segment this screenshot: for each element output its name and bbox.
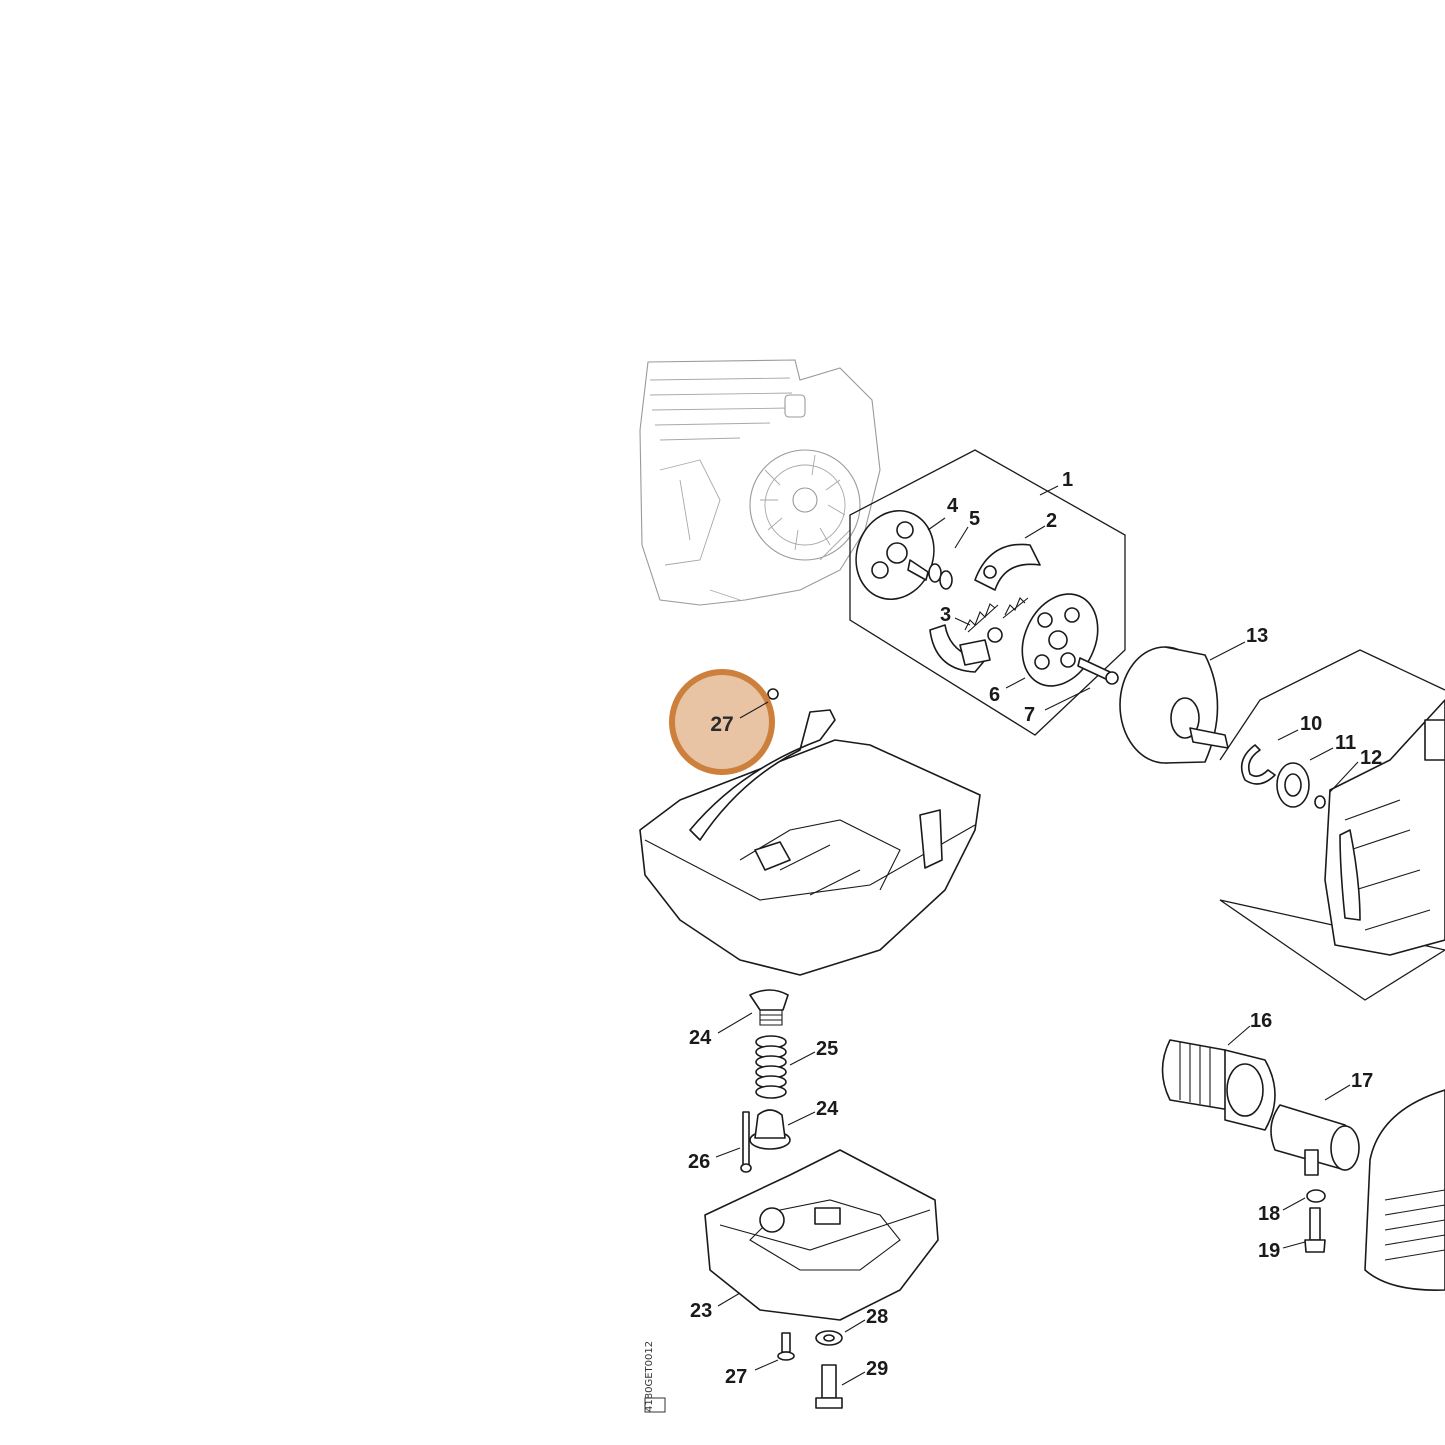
callout-12: 12 — [1360, 747, 1382, 769]
part-19-screw — [1304, 1207, 1326, 1253]
callout-1: 1 — [1062, 469, 1073, 491]
drawing-code-text: 4180GET0012 — [644, 1341, 655, 1412]
callout-10: 10 — [1300, 713, 1322, 735]
part-13-clutch-drum — [1119, 646, 1229, 764]
callout-labels: 1 2 3 4 5 6 7 10 11 12 13 16 17 18 19 23… — [688, 469, 1382, 1388]
part-4-carrier-plate — [855, 509, 935, 601]
clutch-springs — [964, 597, 1029, 633]
callout-4: 4 — [947, 495, 959, 517]
callout-16: 16 — [1250, 1010, 1272, 1032]
callout-19: 19 — [1258, 1240, 1280, 1262]
callout-17: 17 — [1351, 1070, 1373, 1092]
part-17-bushing — [1270, 1104, 1360, 1176]
engine-block-illustration — [639, 359, 881, 606]
callout-26: 26 — [688, 1151, 710, 1173]
part-10-circlip — [1240, 744, 1276, 785]
callout-13: 13 — [1246, 625, 1268, 647]
highlight-label: 27 — [710, 713, 733, 736]
part-24-lower-mount — [749, 1109, 791, 1150]
callout-3: 3 — [940, 604, 951, 626]
part-16-coupling — [1161, 1039, 1276, 1131]
part-11-bearing — [1276, 762, 1310, 808]
upper-housing-cover — [639, 709, 981, 976]
drawing-code: 4180GET0012 — [644, 1341, 666, 1413]
highlight-marker[interactable]: 27 — [669, 669, 775, 775]
clutch-assembly-frame — [849, 449, 1126, 736]
leader-lines — [715, 485, 1359, 1386]
callout-27-lower: 27 — [725, 1366, 747, 1388]
engine-shroud — [1364, 1089, 1445, 1291]
part-27-screw-lower — [777, 1332, 795, 1361]
part-6-plate — [1021, 593, 1099, 687]
part-3-clutch-shoe — [929, 624, 1003, 673]
callout-23: 23 — [690, 1300, 712, 1322]
callout-28: 28 — [866, 1306, 888, 1328]
callout-7: 7 — [1024, 704, 1035, 726]
part-29-bolt — [815, 1364, 843, 1409]
callout-29: 29 — [866, 1358, 888, 1380]
crankcase-housing — [1324, 699, 1445, 956]
callout-24-upper: 24 — [689, 1027, 712, 1049]
callout-2: 2 — [1046, 510, 1057, 532]
callout-5: 5 — [969, 508, 980, 530]
callout-11: 11 — [1335, 732, 1356, 754]
callout-6: 6 — [989, 684, 1000, 706]
part-18-washer — [1306, 1189, 1326, 1203]
callout-18: 18 — [1258, 1203, 1280, 1225]
part-5-washers — [928, 563, 953, 590]
part-7-screw — [1077, 657, 1119, 685]
part-24-upper-mount — [749, 989, 789, 1026]
part-28-washer — [815, 1330, 843, 1346]
highlight-circle[interactable] — [669, 669, 775, 775]
part-27-screw-upper — [767, 688, 779, 700]
part-2-clutch-shoe — [974, 543, 1041, 591]
callout-25: 25 — [816, 1038, 838, 1060]
callout-24-lower: 24 — [816, 1098, 839, 1120]
part-12-ring — [1314, 795, 1326, 809]
part-23-lower-housing — [704, 1149, 939, 1321]
part-25-spring — [755, 1035, 787, 1099]
part-26-pin — [740, 1111, 752, 1173]
